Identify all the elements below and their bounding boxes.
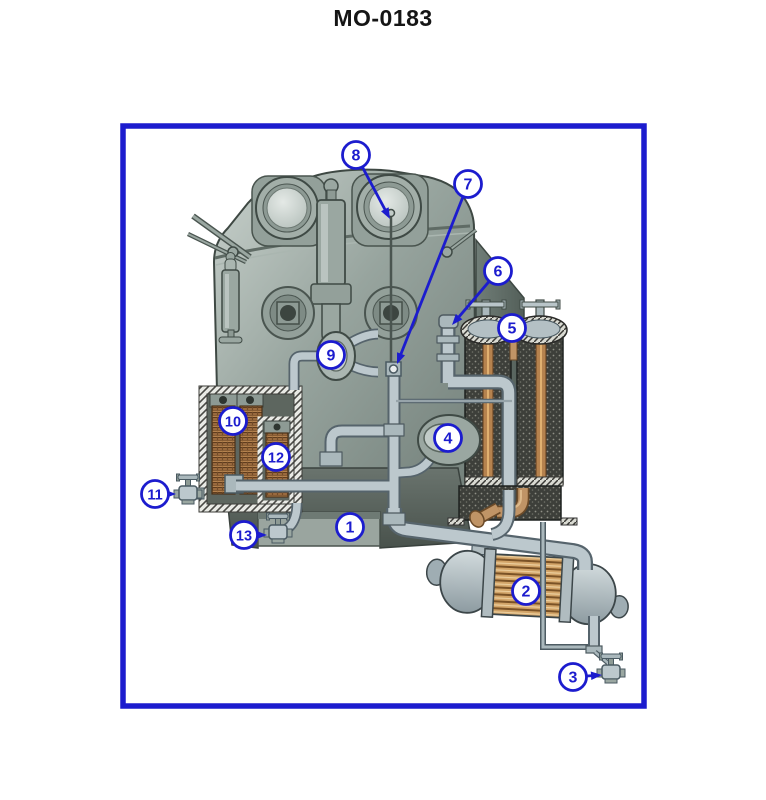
callout-4: 4: [433, 423, 463, 453]
callout-number: 4: [444, 431, 453, 448]
left-top-cover: [251, 175, 327, 247]
callout-number: 9: [327, 348, 336, 365]
callout-circle: [218, 406, 248, 436]
callout-circle: [316, 340, 346, 370]
callout-number: 7: [464, 177, 473, 194]
callout-number: 8: [352, 148, 361, 165]
callout-number: 5: [508, 321, 517, 338]
callout-circle: [558, 662, 588, 692]
callout-number: 1: [346, 520, 355, 537]
callout-5: 5: [497, 313, 527, 343]
drain-valve-cooler: [596, 652, 626, 684]
callout-circle: [433, 423, 463, 453]
oil-cooler: [425, 539, 629, 626]
callout-9: 9: [316, 340, 346, 370]
callout-arrowhead: [452, 313, 463, 325]
callout-3: 3: [558, 662, 602, 692]
callout-arrowhead: [590, 671, 602, 681]
callout-8: 8: [341, 140, 390, 219]
frame: [120, 123, 647, 709]
callout-arrowhead: [397, 352, 406, 364]
callout-number: 11: [147, 488, 162, 504]
callout-arrowhead: [256, 530, 267, 540]
callout-13: 13: [229, 520, 267, 550]
callout-number: 3: [569, 670, 578, 687]
callout-circle: [140, 479, 170, 509]
left-boss: [261, 286, 315, 340]
filter-base: [447, 485, 578, 528]
dipstick-guide-fitting: [385, 361, 402, 377]
tbolt-icon: [519, 299, 561, 317]
callout-12: 12: [261, 442, 291, 472]
callout-6: 6: [452, 256, 513, 325]
figure-title: MO-0183: [333, 5, 433, 31]
callout-7: 7: [397, 169, 483, 364]
callout-circle: [511, 576, 541, 606]
callout-arrowhead: [381, 207, 390, 219]
callout-arrow: [397, 196, 465, 359]
callout-10: 10: [218, 406, 248, 436]
callout-number: 10: [225, 415, 241, 431]
callout-2: 2: [511, 576, 541, 606]
oil-pipes: [236, 314, 517, 535]
callout-circle: [335, 512, 365, 542]
callout-number: 13: [236, 529, 252, 545]
callout-circle: [497, 313, 527, 343]
callout-circle: [261, 442, 291, 472]
callout-arrow: [454, 280, 490, 322]
callout-circle: [341, 140, 371, 170]
callout-arrow: [361, 166, 389, 215]
small-cylinder: [218, 252, 243, 344]
callout-circle: [229, 520, 259, 550]
callout-number: 12: [268, 451, 284, 467]
oil-dipstick: [386, 208, 396, 362]
lever-icon: [187, 213, 252, 265]
suction-pipe: [382, 490, 593, 570]
callout-1: 1: [335, 512, 365, 542]
callout-number: 6: [494, 264, 503, 281]
callout-circle: [483, 256, 513, 286]
callout-number: 2: [522, 584, 531, 601]
callout-circle: [453, 169, 483, 199]
callout-11: 11: [140, 479, 176, 509]
